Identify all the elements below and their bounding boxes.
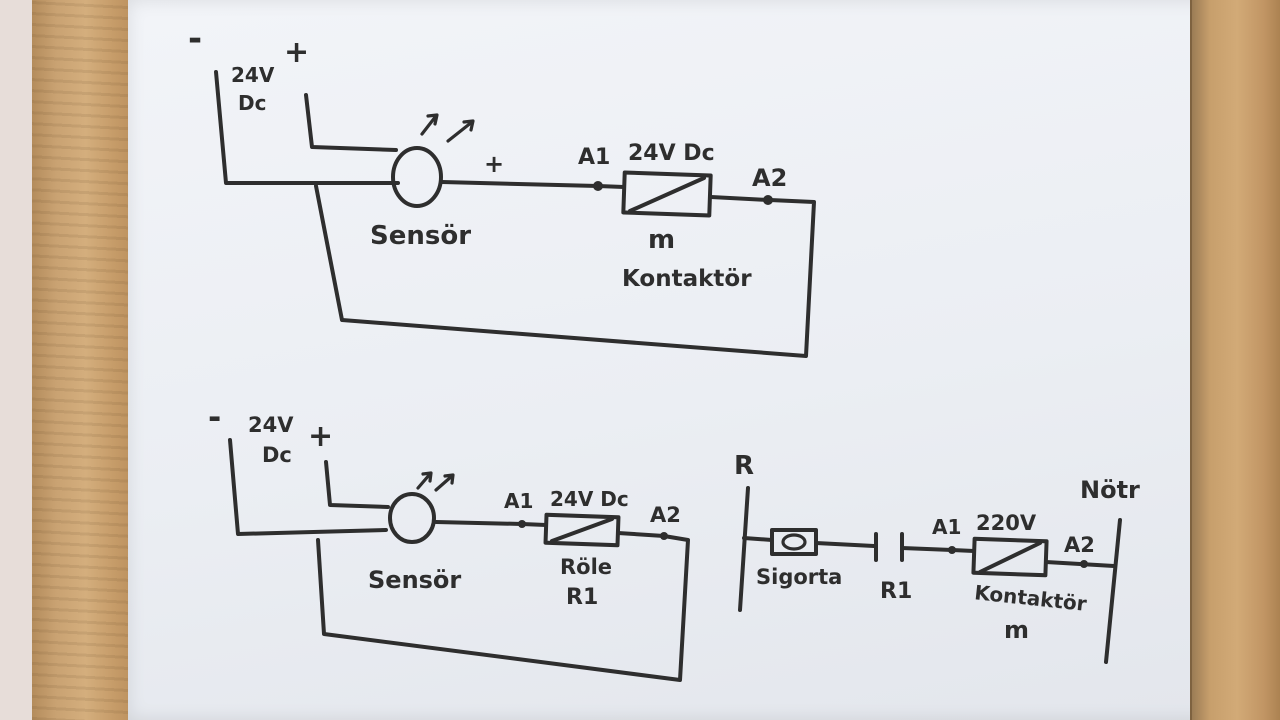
a2-terminal <box>763 195 773 205</box>
voltage-label: 24V <box>231 63 275 87</box>
coil-voltage-label: 24V Dc <box>628 141 715 166</box>
light-arrow-icon <box>446 119 475 143</box>
a2-terminal <box>1080 560 1088 568</box>
sensor-output-wire <box>434 520 524 526</box>
plus-label: + <box>284 35 309 70</box>
circuit-1: - 24V Dc + + A1 24V Dc A2 Sensör m Konta… <box>188 19 816 358</box>
coil-voltage-label: 24V Dc <box>550 487 629 511</box>
sensor-label: Sensör <box>370 221 471 251</box>
dc-label: Dc <box>238 91 266 115</box>
phase-line <box>738 486 750 612</box>
a2-label: A2 <box>752 164 787 192</box>
a1-wire <box>520 522 548 527</box>
role-label: Röle <box>560 555 612 579</box>
a2-wire <box>709 195 770 202</box>
minus-label: - <box>208 398 221 436</box>
a1-label: A1 <box>578 145 610 170</box>
light-arrow-icon <box>416 471 433 490</box>
fuse-element <box>781 533 807 551</box>
sensor-label: Sensör <box>368 566 461 594</box>
return-wire <box>316 534 690 682</box>
phase-label: R <box>734 451 754 481</box>
a2-label: A2 <box>1064 533 1095 557</box>
neutral-label: Nötr <box>1080 476 1140 504</box>
relay-contact-symbol <box>874 532 904 562</box>
minus-wire <box>228 438 388 536</box>
kontaktor-label: Kontaktör <box>622 266 752 292</box>
fuse-wire-out <box>814 541 876 548</box>
m-label: m <box>1004 616 1029 644</box>
coil-diagonal <box>550 517 614 543</box>
minus-label: - <box>188 19 202 59</box>
r1-contact-label: R1 <box>880 579 912 604</box>
a1-wire <box>596 184 626 189</box>
r1-label: R1 <box>566 585 598 610</box>
sensor-symbol <box>388 492 436 544</box>
a1-label: A1 <box>932 515 961 539</box>
coil-diagonal <box>978 541 1042 574</box>
fuse-label: Sigorta <box>756 565 842 589</box>
plus-wire <box>324 460 390 509</box>
light-arrow-icon <box>420 113 439 136</box>
plus-wire <box>304 93 398 152</box>
neutral-line <box>1104 518 1122 664</box>
sensor-output-wire <box>440 180 600 188</box>
coil-diagonal <box>628 176 706 213</box>
m-label: m <box>648 225 675 255</box>
light-arrow-icon <box>434 473 455 492</box>
contact-wire <box>900 546 954 552</box>
a2-label: A2 <box>650 503 681 527</box>
a1-label: A1 <box>504 489 533 513</box>
circuit-2: - 24V Dc + A1 24V Dc A2 Sensör Röle R1 <box>208 398 690 682</box>
a2-wire <box>616 531 666 538</box>
return-wire <box>314 184 816 358</box>
sensor-plus-label: + <box>484 150 504 178</box>
minus-wire <box>214 70 400 185</box>
dc-label: Dc <box>262 443 292 467</box>
fuse-wire-in <box>742 536 774 542</box>
sensor-symbol <box>391 146 443 208</box>
a2-terminal <box>660 532 668 540</box>
coil-voltage-label: 220V <box>976 511 1037 535</box>
a1-wire <box>950 548 976 553</box>
plus-label: + <box>308 419 333 454</box>
voltage-label: 24V <box>248 413 294 437</box>
kontaktor-label: Kontaktör <box>973 580 1088 616</box>
board-frame-right <box>1190 0 1280 720</box>
circuit-3: R Nötr Sigorta R1 A1 220V A2 Kontaktör m <box>734 451 1140 664</box>
contactor-coil-symbol <box>971 536 1049 578</box>
